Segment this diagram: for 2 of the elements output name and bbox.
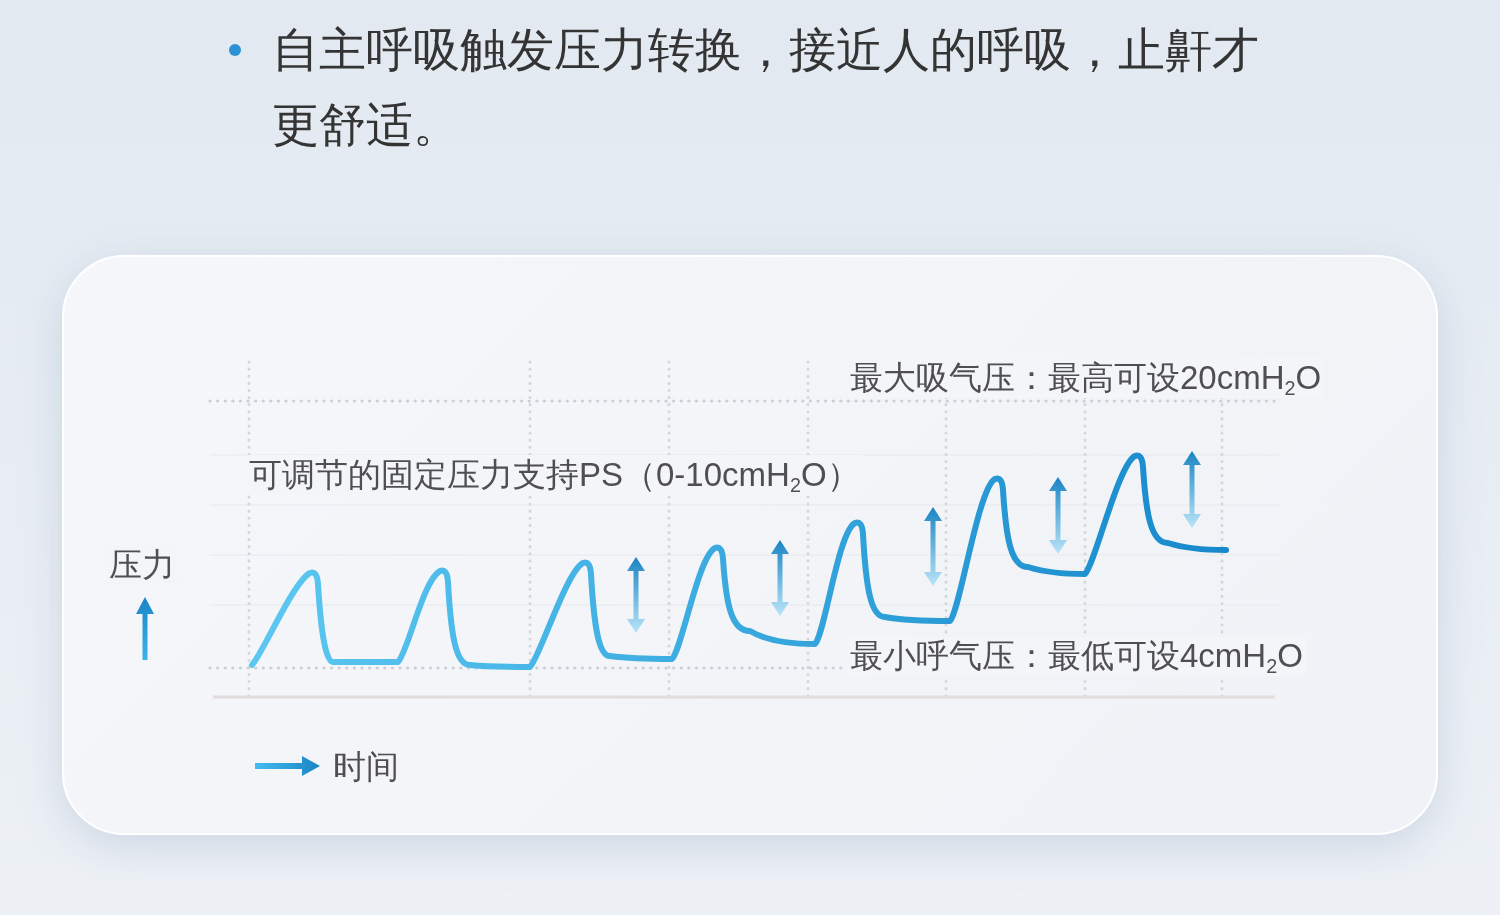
- bullet-text: 自主呼吸触发压力转换，接近人的呼吸，止鼾才更舒适。: [272, 22, 1260, 153]
- annotation-text: 可调节的固定压力支持PS（0-10cmH$_{2}$O）: [246, 455, 863, 495]
